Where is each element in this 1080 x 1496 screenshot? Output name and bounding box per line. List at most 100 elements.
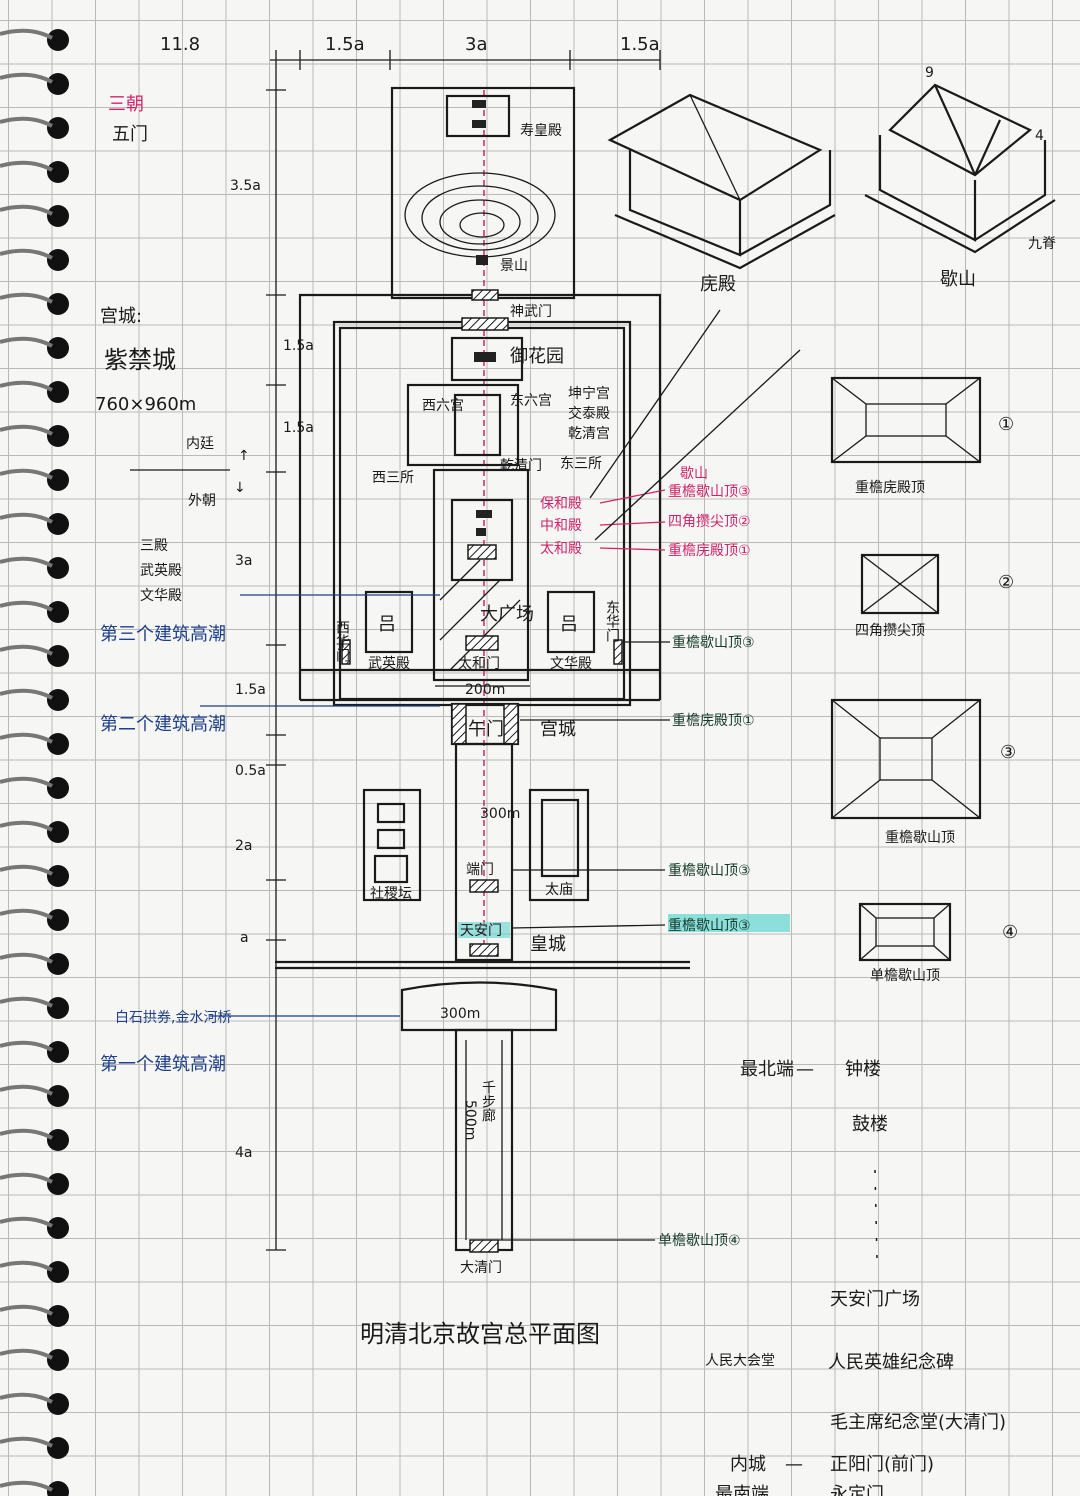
label-shouhuang-hall: 寿皇殿 (520, 122, 562, 139)
label-wumen-roof: 重檐庑殿顶① (672, 713, 755, 729)
binding-hole (47, 161, 69, 183)
label-lv-west: 吕 (378, 614, 396, 635)
label-zhonghe-hall: 中和殿 (540, 518, 582, 534)
label-qianqing-gate: 乾清门 (500, 458, 542, 474)
axis-note-monument: 人民英雄纪念碑 (828, 1351, 954, 1373)
label-taihe-roof: 重檐庑殿顶① (668, 543, 751, 559)
label-xieshan-red: 歇山 (680, 466, 708, 482)
binding-wire (0, 116, 53, 128)
binding-wire (0, 644, 53, 656)
highlight-marker (668, 914, 790, 932)
binding-hole (47, 1217, 69, 1239)
binding-wire (0, 732, 53, 744)
roof-type-1-name: 重檐庑殿顶 (855, 480, 925, 496)
note-outer-court: 外朝 (188, 493, 216, 509)
note-inner-court: 内廷 (186, 436, 214, 452)
axis-note-mausoleum: 毛主席纪念堂(大清门) (830, 1411, 1006, 1433)
axis-note-south-end: 最南端 (715, 1484, 769, 1496)
roof-type-4-name: 单檐歇山顶 (870, 968, 940, 984)
note-size: 760×960m (95, 394, 196, 415)
dimension-lines (266, 50, 661, 1251)
dim-side-1: 1.5a (283, 338, 314, 354)
binding-hole (47, 1437, 69, 1459)
roof-sketch-xieshan (864, 83, 1056, 254)
binding-wire (0, 688, 53, 700)
spiral-binding (0, 28, 69, 1496)
label-tiananmen: 天安门 (460, 923, 502, 939)
binding-wire (0, 1040, 53, 1052)
binding-hole (47, 29, 69, 51)
label-kunning-palace: 坤宁宫 (568, 385, 610, 402)
label-xihua-gate: 西华门 (334, 620, 350, 663)
binding-wire (0, 380, 53, 392)
label-west-six-palaces: 西六宫 (422, 398, 464, 414)
axis-note-square: 天安门广场 (830, 1289, 920, 1310)
note-three-courts: 三朝 (108, 94, 144, 115)
label-lv-east: 吕 (560, 614, 578, 635)
binding-hole (47, 1481, 69, 1496)
binding-wire (0, 1392, 53, 1404)
binding-hole (47, 249, 69, 271)
binding-wire (0, 908, 53, 920)
label-daqing-roof: 单檐歇山顶④ (658, 1233, 741, 1249)
binding-hole (47, 689, 69, 711)
axis-note-zhengyang: 正阳门(前门) (830, 1454, 934, 1475)
label-taihe-gate-roof: 重檐歇山顶③ (672, 635, 755, 651)
dim-side-0: 3.5a (230, 178, 261, 194)
roof-num-9: 9 (925, 65, 934, 81)
roof-plan-1 (830, 376, 982, 464)
binding-wire (0, 1304, 53, 1316)
binding-wire (0, 556, 53, 568)
binding-wire (0, 248, 53, 260)
roof-plan-3 (830, 698, 982, 820)
label-daqing-gate: 大清门 (460, 1260, 502, 1276)
axis-note-bell-tower: 钟楼 (845, 1059, 881, 1080)
roof-plan-4 (858, 902, 952, 962)
binding-wire (0, 864, 53, 876)
binding-hole (47, 381, 69, 403)
binding-hole (47, 865, 69, 887)
label-taihe-hall: 太和殿 (540, 541, 582, 557)
bridge-and-corridor (400, 981, 558, 1253)
roof-num-4: 4 (1035, 128, 1044, 144)
roof-plan-2 (860, 553, 940, 615)
label-donghua-gate: 东华门 (604, 600, 620, 643)
binding-hole (47, 513, 69, 535)
binding-hole (47, 1349, 69, 1371)
dim-side-5: 0.5a (235, 763, 266, 779)
dim-top-0: 11.8 (160, 34, 200, 55)
axis-note-dash-2: — (785, 1454, 803, 1475)
roof-type-1-num: ① (998, 414, 1014, 435)
dim-top-3: 1.5a (620, 34, 660, 55)
note-forbidden-city: 紫禁城 (104, 346, 176, 374)
imperial-city-axis (275, 702, 690, 970)
binding-wire (0, 776, 53, 788)
label-taimiao: 太庙 (545, 882, 573, 898)
dim-side-8: 4a (235, 1145, 253, 1161)
axis-note-inner-city: 内城 (730, 1454, 766, 1475)
binding-hole (47, 469, 69, 491)
roof-type-2-name: 四角攒尖顶 (855, 623, 925, 639)
binding-hole (47, 205, 69, 227)
dim-top-2: 3a (465, 34, 487, 55)
axis-note-great-hall: 人民大会堂 (705, 1353, 775, 1369)
label-imperial-city: 皇城 (530, 934, 566, 955)
binding-hole (47, 1261, 69, 1283)
dim-length-500: 500m (462, 1100, 478, 1140)
label-east-three-houses: 东三所 (560, 456, 602, 472)
label-xieshan: 歇山 (940, 269, 976, 290)
leader-lines (130, 309, 801, 1241)
binding-wire (0, 336, 53, 348)
binding-wire (0, 1436, 53, 1448)
binding-wire (0, 1172, 53, 1184)
note-palace-city: 宫城: (100, 306, 142, 327)
binding-hole (47, 117, 69, 139)
dim-length-300: 300m (480, 806, 520, 822)
binding-hole (47, 953, 69, 975)
note-group-1: 武英殿 (140, 562, 182, 579)
binding-wire (0, 204, 53, 216)
binding-wire (0, 28, 53, 40)
label-taihe-gate: 太和门 (458, 656, 500, 672)
